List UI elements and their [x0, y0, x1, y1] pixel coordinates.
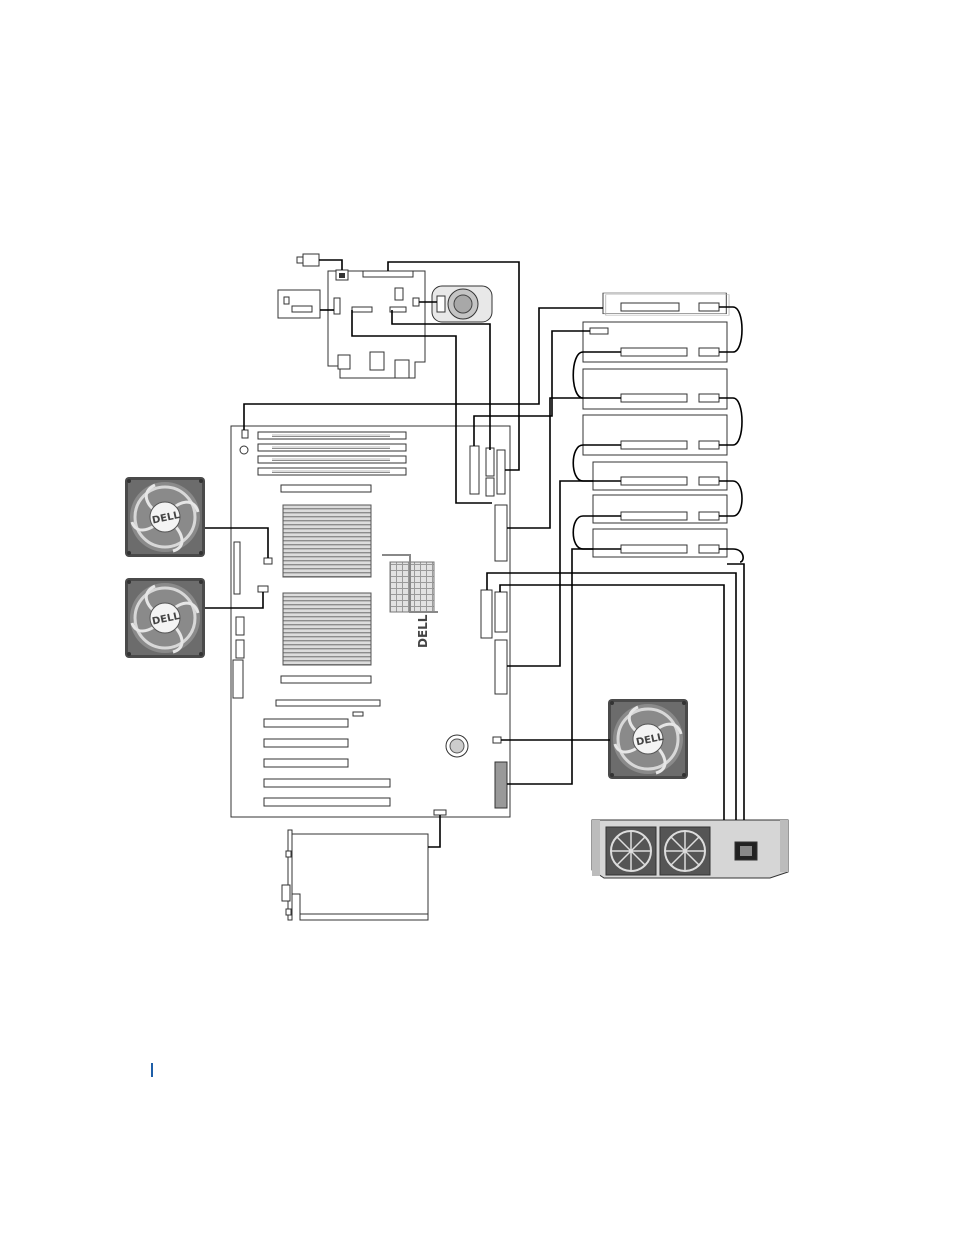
usb-port-board	[278, 290, 320, 318]
system-fan-2: DELL	[125, 578, 205, 658]
board-logo: DELL	[416, 614, 430, 648]
system-fan-3: DELL	[608, 699, 688, 779]
system-fan-1: DELL	[125, 477, 205, 557]
drive-bay-5	[593, 462, 727, 490]
power-supply	[592, 820, 788, 878]
drive-bays	[583, 293, 729, 557]
expansion-card	[282, 830, 428, 920]
drive-bay-6	[593, 495, 727, 523]
drive-bay-3	[583, 369, 727, 409]
drive-bay-2	[583, 322, 727, 362]
drive-bay-1	[603, 293, 729, 315]
system-board: DELL	[231, 426, 510, 817]
drive-bay-7	[593, 529, 727, 557]
intrusion-switch	[297, 254, 348, 280]
drive-bay-4	[583, 415, 727, 455]
